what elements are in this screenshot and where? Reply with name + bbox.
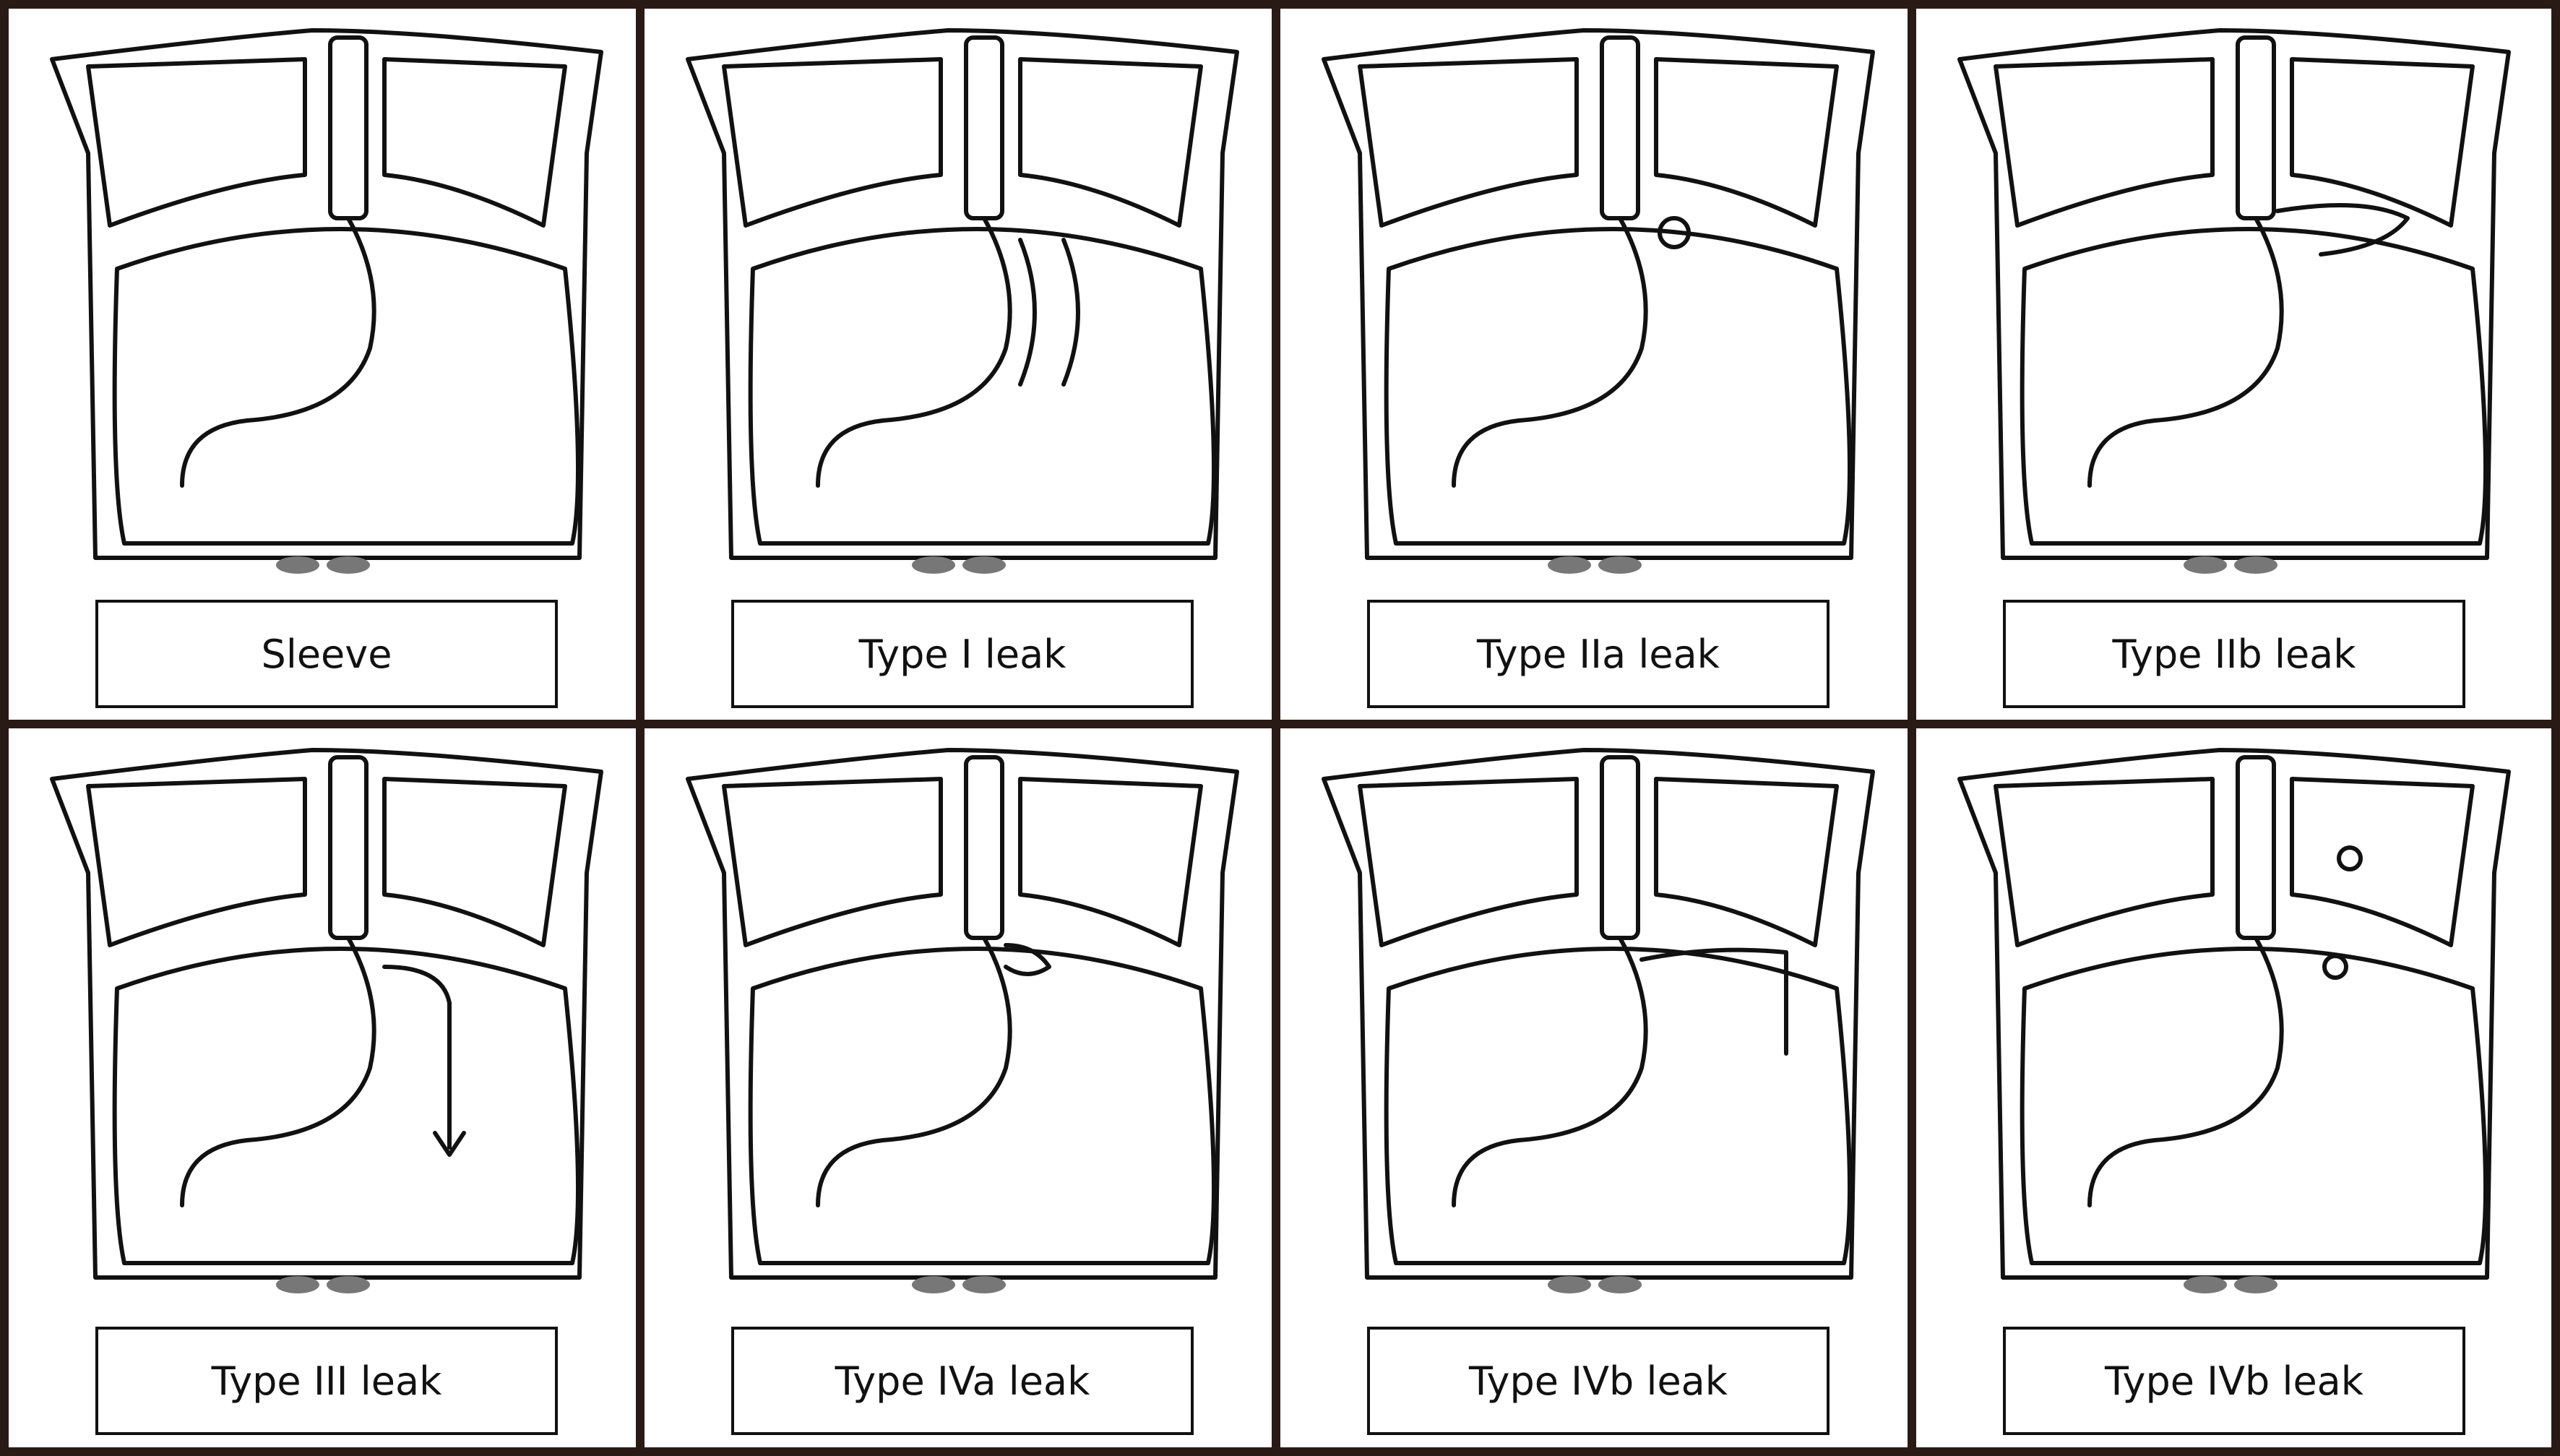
leak-pouch	[1658, 216, 1691, 249]
stomach-sleeve	[180, 216, 376, 488]
leak-pouch-upper	[2337, 845, 2363, 871]
leak-pouch-lower	[2322, 954, 2348, 980]
leak-marks-left	[1018, 238, 1037, 387]
panel-sleeve: Sleeve	[9, 9, 636, 720]
leak-arrow-line	[382, 965, 452, 1150]
torso-diagram-type-4b-1	[1322, 748, 1875, 1293]
torso-diagram-type-4b-2	[1957, 748, 2511, 1293]
torso-diagram-type-1	[686, 28, 1239, 574]
torso-diagram-type-4a	[686, 748, 1239, 1293]
torso-diagram-type-3	[50, 748, 603, 1293]
caption-type-1: Type I leak	[731, 600, 1194, 708]
leak-tract	[2275, 203, 2410, 257]
abdomen-outline	[112, 227, 580, 546]
kidney-right	[327, 556, 370, 574]
leak-marks-right	[1061, 238, 1080, 387]
caption-type-3: Type III leak	[95, 1327, 558, 1435]
panel-type-4b-1: Type IVb leak	[1280, 728, 1908, 1447]
leak-arrow-head	[433, 1131, 466, 1157]
torso-diagram-type-2b	[1957, 28, 2511, 574]
torso-diagram-type-2a	[1322, 28, 1875, 574]
torso-diagram-sleeve	[50, 28, 603, 574]
panel-type-1: Type I leak	[645, 9, 1272, 720]
panel-type-4a: Type IVa leak	[645, 728, 1272, 1447]
panel-type-3: Type III leak	[9, 728, 636, 1447]
leak-fistula-tract	[1639, 947, 1788, 1056]
caption-type-4b-1: Type IVb leak	[1367, 1327, 1830, 1435]
leak-pouch-a	[1004, 943, 1051, 976]
caption-sleeve: Sleeve	[95, 600, 558, 708]
caption-type-2a: Type IIa leak	[1367, 600, 1830, 708]
panel-type-4b-2: Type IVb leak	[1916, 728, 2551, 1447]
panel-type-2b: Type IIb leak	[1916, 9, 2551, 720]
right-lung	[382, 57, 567, 228]
torso-outline	[50, 28, 603, 560]
caption-type-4b-2: Type IVb leak	[2003, 1327, 2465, 1435]
kidney-left	[276, 556, 319, 574]
caption-type-2b: Type IIb leak	[2003, 600, 2465, 708]
panel-type-2a: Type IIa leak	[1280, 9, 1908, 720]
esophagus	[328, 35, 369, 220]
caption-type-4a: Type IVa leak	[731, 1327, 1194, 1435]
left-lung	[86, 57, 307, 228]
